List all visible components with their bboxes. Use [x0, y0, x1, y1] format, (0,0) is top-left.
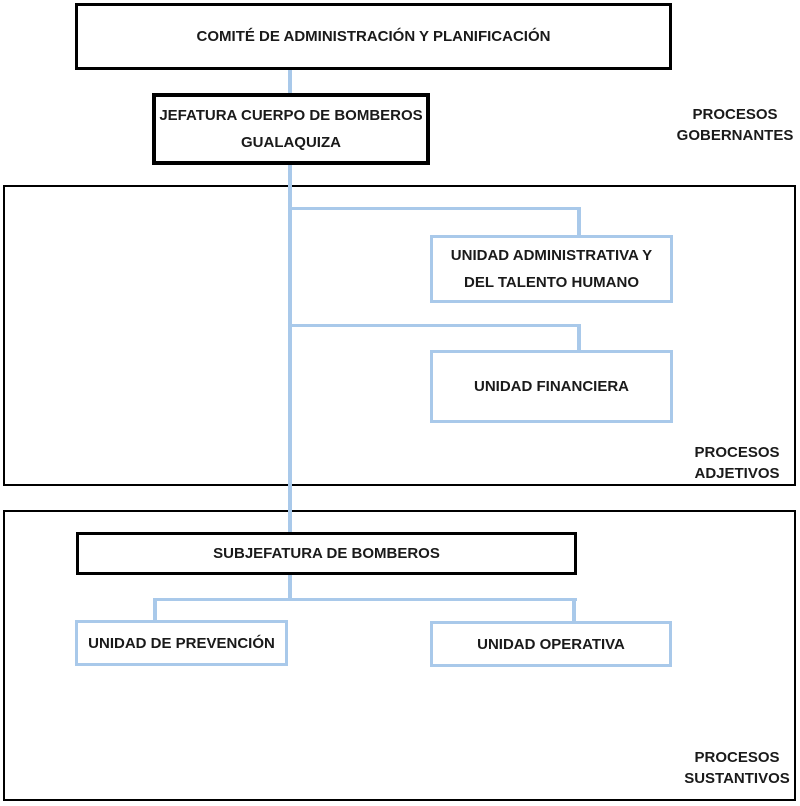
node-unidad-operativa: UNIDAD OPERATIVA: [430, 621, 672, 667]
connector-branch-unidad-admin-drop: [577, 207, 581, 236]
procesos-gobernantes-line2: GOBERNANTES: [676, 127, 794, 144]
node-subjefatura-bomberos: SUBJEFATURA DE BOMBEROS: [76, 532, 577, 575]
node-unidad-prevencion: UNIDAD DE PREVENCIÓN: [75, 620, 288, 666]
connector-subjefatura-children-bar: [153, 598, 577, 601]
section-label-procesos-adjetivos: PROCESOS ADJETIVOS: [683, 442, 791, 484]
connector-branch-unidad-financiera-horizontal: [290, 324, 581, 327]
node-unidad-admin-label-line2: DEL TALENTO HUMANO: [463, 274, 639, 291]
connector-comite-to-jefatura: [288, 70, 292, 94]
node-unidad-financiera-label: UNIDAD FINANCIERA: [474, 378, 629, 395]
connector-branch-unidad-admin-horizontal: [290, 207, 581, 210]
node-jefatura-label-line2: GUALAQUIZA: [240, 134, 341, 151]
node-unidad-administrativa-talento-humano: UNIDAD ADMINISTRATIVA Y DEL TALENTO HUMA…: [430, 235, 673, 303]
connector-drop-unidad-prevencion: [153, 598, 157, 621]
procesos-gobernantes-line1: PROCESOS: [692, 106, 778, 123]
node-comite-label: COMITÉ DE ADMINISTRACIÓN Y PLANIFICACIÓN: [196, 28, 551, 45]
procesos-sustantivos-line1: PROCESOS: [694, 749, 780, 766]
connector-subjefatura-drop: [288, 573, 292, 600]
node-unidad-operativa-label: UNIDAD OPERATIVA: [477, 635, 625, 653]
connector-jefatura-to-subjefatura-trunk: [288, 163, 292, 533]
node-subjefatura-label: SUBJEFATURA DE BOMBEROS: [213, 545, 440, 562]
node-unidad-admin-label-line1: UNIDAD ADMINISTRATIVA Y: [450, 247, 653, 264]
procesos-adjetivos-line1: PROCESOS: [694, 444, 780, 461]
connector-drop-unidad-operativa: [572, 598, 576, 622]
node-unidad-financiera: UNIDAD FINANCIERA: [430, 350, 673, 423]
node-jefatura-label-line1: JEFATURA CUERPO DE BOMBEROS: [159, 107, 423, 124]
connector-branch-unidad-financiera-drop: [577, 324, 581, 351]
procesos-adjetivos-line2: ADJETIVOS: [694, 465, 780, 482]
procesos-sustantivos-line2: SUSTANTIVOS: [684, 770, 790, 787]
node-unidad-prevencion-label: UNIDAD DE PREVENCIÓN: [88, 634, 275, 652]
node-comite-administracion-planificacion: COMITÉ DE ADMINISTRACIÓN Y PLANIFICACIÓN: [75, 3, 672, 70]
section-frame-procesos-adjetivos: [3, 185, 796, 486]
node-jefatura-cuerpo-bomberos: JEFATURA CUERPO DE BOMBEROS GUALAQUIZA: [152, 93, 430, 165]
section-label-procesos-gobernantes: PROCESOS GOBERNANTES: [675, 104, 795, 146]
section-label-procesos-sustantivos: PROCESOS SUSTANTIVOS: [678, 747, 796, 789]
